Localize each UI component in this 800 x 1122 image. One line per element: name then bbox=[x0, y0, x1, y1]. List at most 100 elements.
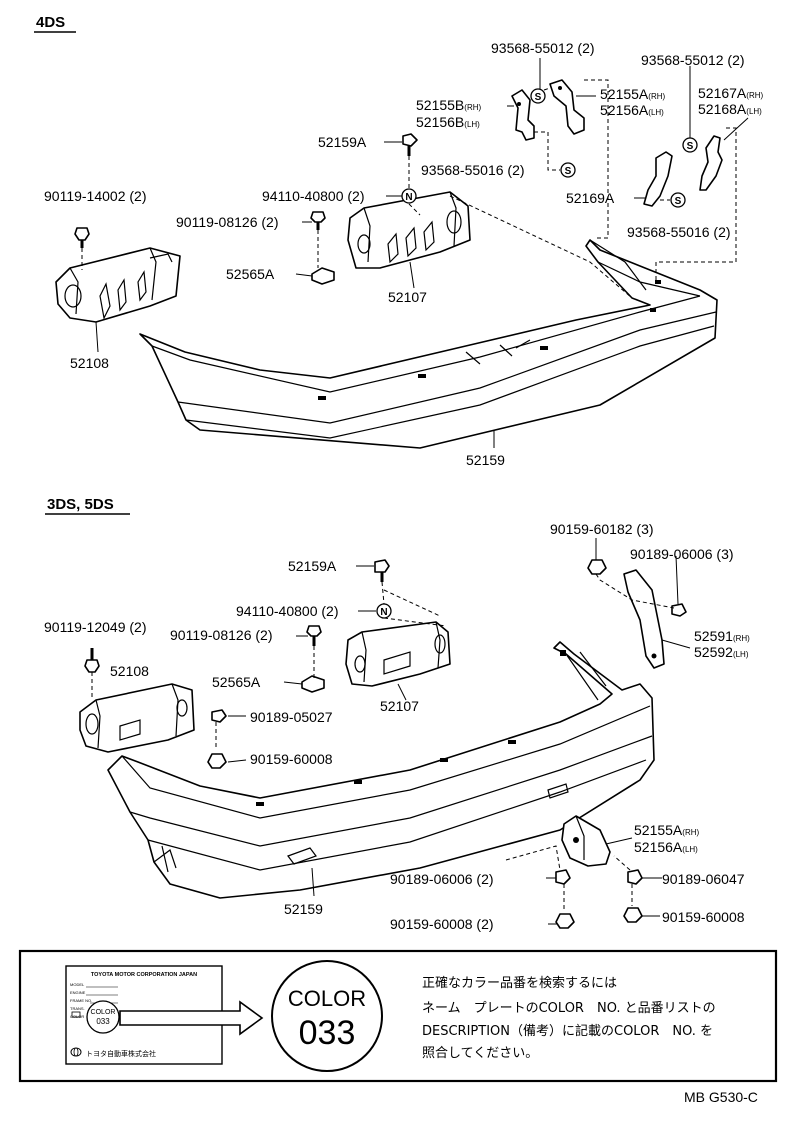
label-52155a-4ds: 52155A(RH) bbox=[600, 86, 666, 102]
section-4ds: 4DS bbox=[34, 14, 764, 468]
instruction-line-2: ネーム プレートのCOLOR NO. と品番リストの bbox=[422, 1001, 716, 1016]
svg-text:S: S bbox=[535, 92, 542, 103]
svg-text:N: N bbox=[405, 192, 412, 203]
instruction-line-3: DESCRIPTION（備考）に記載のCOLOR NO. を bbox=[422, 1023, 713, 1039]
label-90189-06006-b: 90189-06006 (2) bbox=[390, 871, 494, 887]
clip-52565a-3ds bbox=[301, 675, 325, 693]
label-52159-3ds: 52159 bbox=[284, 901, 323, 917]
label-52565a-3ds: 52565A bbox=[212, 674, 261, 690]
bracket-52108-3ds bbox=[79, 683, 195, 753]
label-52167a: 52167A(RH) bbox=[698, 85, 764, 101]
label-52592: 52592(LH) bbox=[694, 644, 749, 660]
bumper-cover-52159-3ds bbox=[107, 641, 655, 899]
label-52155b: 52155B(RH) bbox=[416, 97, 482, 113]
bolt-90119-08126-4ds bbox=[310, 211, 326, 230]
clip-90189-06006-b bbox=[555, 869, 571, 885]
bolt-90119-08126-3ds bbox=[306, 625, 322, 646]
svg-text:S: S bbox=[687, 141, 694, 152]
plate-color-word: COLOR bbox=[91, 1009, 116, 1016]
color-note-box: TOYOTA MOTOR CORPORATION JAPAN MODEL ENG… bbox=[18, 949, 778, 1083]
bracket-52107-3ds bbox=[345, 621, 451, 687]
symbol-s-3: S bbox=[682, 137, 698, 153]
bracket-52155a-52156a-3ds bbox=[561, 815, 611, 867]
symbol-n-4ds: N bbox=[401, 188, 417, 204]
symbol-s-1: S bbox=[530, 88, 546, 104]
bumper-cover-52159 bbox=[139, 239, 718, 449]
clip-90189-06047 bbox=[627, 869, 643, 885]
bracket-52591-52592 bbox=[623, 569, 665, 669]
arrow-icon bbox=[119, 1000, 264, 1036]
instruction-line-1: 正確なカラー品番を検索するには bbox=[422, 975, 617, 991]
bracket-52108-4ds bbox=[55, 247, 181, 323]
svg-text:FRAME NO.: FRAME NO. bbox=[70, 998, 92, 1003]
bracket-52155b-52156b bbox=[511, 89, 535, 141]
section-3ds-5ds: 3DS, 5DS bbox=[44, 496, 750, 932]
instruction-line-4: 照合してください。 bbox=[422, 1046, 538, 1061]
label-90119-14002: 90119-14002 (2) bbox=[44, 188, 146, 204]
bracket-52155a-52156a-4ds bbox=[549, 79, 585, 135]
label-90119-12049: 90119-12049 (2) bbox=[44, 619, 146, 635]
nut-90159-60008-b bbox=[555, 913, 575, 929]
big-color-code: 033 bbox=[299, 1014, 356, 1052]
label-94110-40800-4ds: 94110-40800 (2) bbox=[262, 188, 364, 204]
label-52169a: 52169A bbox=[566, 190, 615, 206]
label-52168a: 52168A(LH) bbox=[698, 101, 762, 117]
bolt-52159a-4ds bbox=[402, 133, 418, 156]
label-52591: 52591(RH) bbox=[694, 628, 750, 644]
bolt-90119-12049 bbox=[84, 648, 100, 673]
label-90189-05027: 90189-05027 bbox=[250, 709, 333, 725]
plate-maker: トヨタ自動車株式会社 bbox=[86, 1049, 156, 1058]
section-title-4ds: 4DS bbox=[36, 14, 65, 31]
section-title-3ds-5ds: 3DS, 5DS bbox=[47, 496, 114, 513]
svg-text:S: S bbox=[675, 196, 682, 207]
label-90189-06006-a: 90189-06006 (3) bbox=[630, 546, 734, 562]
label-94110-40800-3ds: 94110-40800 (2) bbox=[236, 603, 338, 619]
label-52159a-4ds: 52159A bbox=[318, 134, 367, 150]
svg-text:MODEL: MODEL bbox=[70, 982, 85, 987]
symbol-s-4: S bbox=[670, 192, 686, 208]
svg-text:S: S bbox=[565, 166, 572, 177]
nut-90159-60008-a bbox=[207, 753, 227, 769]
plate-color-circle bbox=[86, 1000, 120, 1034]
label-52108-4ds: 52108 bbox=[70, 355, 109, 371]
label-90159-60182: 90159-60182 (3) bbox=[550, 521, 654, 537]
label-93568-55016-a: 93568-55016 (2) bbox=[421, 162, 525, 178]
svg-text:N: N bbox=[380, 607, 387, 618]
label-52155a-3ds: 52155A(RH) bbox=[634, 822, 700, 838]
label-90119-08126-3ds: 90119-08126 (2) bbox=[170, 627, 272, 643]
color-instructions: 正確なカラー品番を検索するには ネーム プレートのCOLOR NO. と品番リス… bbox=[422, 975, 716, 1061]
bracket-52169a bbox=[643, 151, 673, 207]
clip-90189-06006-a bbox=[671, 603, 687, 617]
svg-text:ENGINE: ENGINE bbox=[70, 990, 86, 995]
bolt-90119-14002 bbox=[74, 227, 90, 248]
symbol-s-2: S bbox=[560, 162, 576, 178]
bracket-52167a-52168a bbox=[699, 135, 723, 191]
label-93568-55012-a: 93568-55012 (2) bbox=[491, 40, 595, 56]
nut-90159-60182 bbox=[587, 559, 607, 575]
clip-90189-05027 bbox=[211, 709, 227, 723]
label-52107-4ds: 52107 bbox=[388, 289, 427, 305]
label-90159-60008-c: 90159-60008 bbox=[662, 909, 745, 925]
label-52156b: 52156B(LH) bbox=[416, 114, 480, 130]
toyota-logo bbox=[70, 1047, 82, 1057]
label-52159-4ds: 52159 bbox=[466, 452, 505, 468]
svg-text:TRANS.: TRANS. bbox=[70, 1006, 85, 1011]
svg-text:COLOR: COLOR bbox=[70, 1014, 84, 1019]
clip-52565a-4ds bbox=[311, 267, 335, 285]
bolt-52159a-3ds bbox=[374, 559, 390, 582]
label-52156a-3ds: 52156A(LH) bbox=[634, 839, 698, 855]
label-90159-60008-a: 90159-60008 bbox=[250, 751, 333, 767]
label-52565a-4ds: 52565A bbox=[226, 266, 275, 282]
color-code-circle: COLOR 033 bbox=[271, 960, 383, 1072]
plate-color-code: 033 bbox=[96, 1017, 110, 1026]
nut-90159-60008-c bbox=[623, 907, 643, 923]
plate-company: TOYOTA MOTOR CORPORATION JAPAN bbox=[91, 972, 197, 978]
label-93568-55016-b: 93568-55016 (2) bbox=[627, 224, 731, 240]
label-90189-06047: 90189-06047 bbox=[662, 871, 745, 887]
label-93568-55012-b: 93568-55012 (2) bbox=[641, 52, 745, 68]
label-52156a-4ds: 52156A(LH) bbox=[600, 102, 664, 118]
label-52107-3ds: 52107 bbox=[380, 698, 419, 714]
reference-code: MB G530-C bbox=[684, 1089, 758, 1105]
label-52159a-3ds: 52159A bbox=[288, 558, 337, 574]
symbol-n-3ds: N bbox=[376, 603, 392, 619]
